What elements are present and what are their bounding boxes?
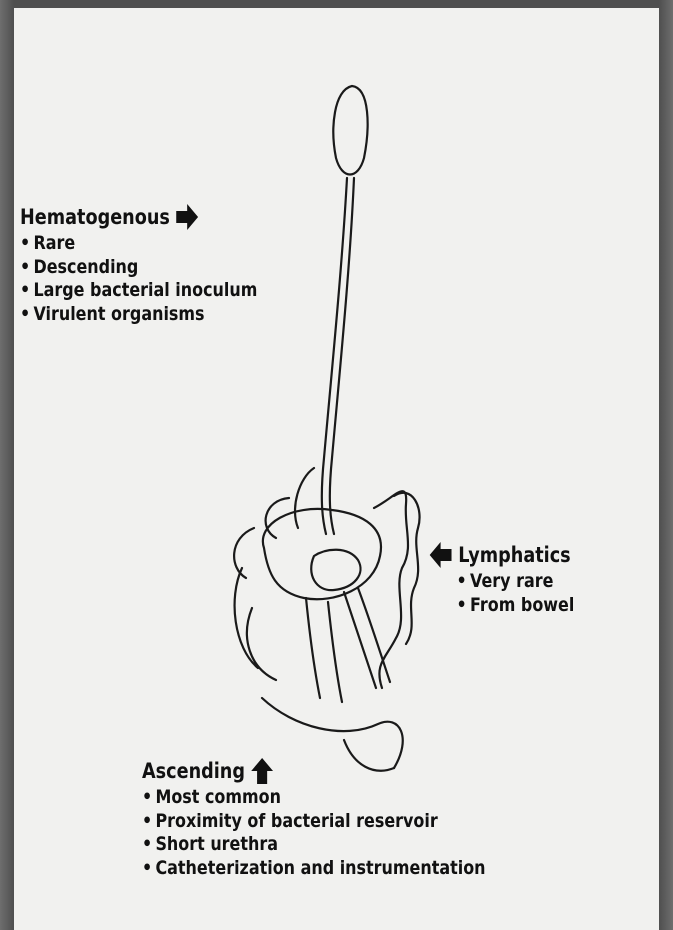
list-item: Rare (20, 232, 257, 256)
list-item: Very rare (457, 570, 575, 594)
arrow-left-icon (428, 540, 453, 570)
lymphatics-block: Lymphatics Very rare From bowel (428, 540, 574, 617)
list-item: Catheterization and instrumentation (142, 857, 486, 881)
arrow-up-icon (250, 756, 274, 786)
bladder (263, 509, 381, 599)
ascending-block: Ascending Most common Proximity of bacte… (142, 756, 486, 880)
scanned-page: Hematogenous Rare Descending Large bacte… (14, 8, 659, 930)
kidney-shape (333, 86, 367, 175)
list-item: Large bacterial inoculum (20, 279, 257, 303)
hematogenous-title: Hematogenous (20, 202, 257, 232)
list-item: Proximity of bacterial reservoir (142, 810, 486, 834)
list-item: Most common (142, 786, 486, 810)
list-item: Virulent organisms (20, 303, 257, 327)
lymphatics-list: Very rare From bowel (457, 570, 575, 617)
list-item: Descending (20, 256, 257, 280)
urethra-left (306, 598, 320, 698)
lymphatics-title: Lymphatics (428, 540, 574, 570)
vagina-channel (344, 588, 390, 688)
ureter-line-left (322, 178, 347, 534)
arrow-right-icon (175, 202, 200, 232)
urethra-right (328, 602, 342, 702)
list-item: From bowel (457, 594, 575, 618)
hematogenous-block: Hematogenous Rare Descending Large bacte… (20, 202, 257, 326)
rectum-colon (374, 491, 408, 688)
hematogenous-list: Rare Descending Large bacterial inoculum… (20, 232, 257, 326)
ascending-title: Ascending (142, 756, 486, 786)
ascending-list: Most common Proximity of bacterial reser… (142, 786, 486, 880)
list-item: Short urethra (142, 833, 486, 857)
pelvis-outline (235, 568, 276, 680)
uterus (311, 550, 360, 590)
